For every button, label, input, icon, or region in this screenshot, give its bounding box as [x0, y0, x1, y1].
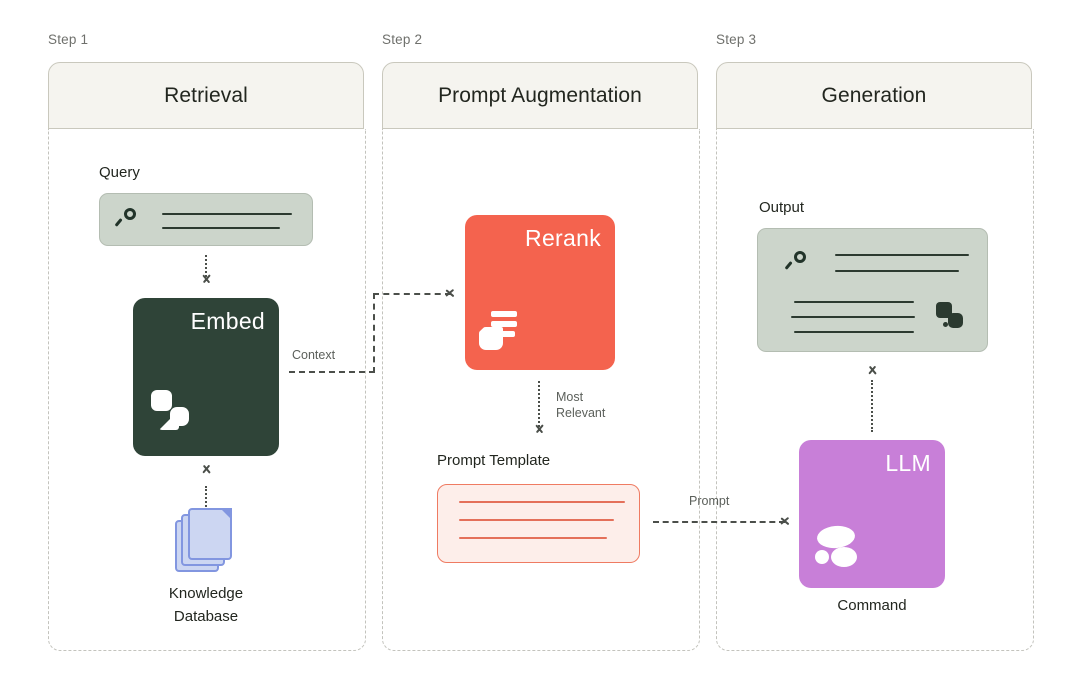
output-text-line — [835, 270, 959, 272]
step-2-panel — [382, 129, 700, 651]
output-text-line — [835, 254, 969, 256]
edge-llm-to-output-arrowhead — [865, 360, 879, 374]
knowledge-database-label-line1: Knowledge — [168, 585, 244, 602]
edge-llm-to-output — [871, 380, 873, 432]
edge-embed-to-rerank-seg1 — [289, 371, 375, 373]
edge-template-to-llm-arrowhead — [781, 514, 795, 528]
step-2-title: Prompt Augmentation — [438, 83, 642, 107]
llm-card[interactable]: LLM — [799, 440, 945, 588]
step-2-header: Prompt Augmentation — [382, 62, 698, 129]
edge-label-context: Context — [292, 348, 336, 362]
step-3-panel — [716, 129, 1034, 651]
query-text-line — [162, 213, 292, 215]
edge-rerank-to-template-arrowhead — [532, 425, 546, 439]
command-logo-icon — [815, 524, 863, 570]
output-text-line — [794, 331, 914, 333]
cohere-logo-icon — [936, 302, 966, 330]
embed-card[interactable]: Embed — [133, 298, 279, 456]
edge-rerank-to-template — [538, 381, 540, 431]
template-text-line — [459, 519, 614, 521]
edge-query-to-embed — [205, 255, 207, 281]
template-text-line — [459, 537, 607, 539]
step-1-caption: Step 1 — [48, 32, 89, 47]
step-2-caption: Step 2 — [382, 32, 423, 47]
edge-embed-to-rerank-seg2 — [373, 293, 375, 373]
step-1-title: Retrieval — [164, 83, 248, 107]
step-3-title: Generation — [821, 83, 927, 107]
step-1-panel — [48, 129, 366, 651]
edge-knowledge-to-embed-arrowhead — [199, 459, 213, 473]
rerank-title: Rerank — [525, 225, 601, 251]
llm-caption: Command — [837, 597, 907, 614]
edge-template-to-llm — [653, 521, 785, 523]
query-label: Query — [99, 164, 140, 181]
edge-label-most-relevant-line1: Most — [556, 390, 584, 404]
search-icon — [114, 208, 140, 230]
step-3-header: Generation — [716, 62, 1032, 129]
edge-query-to-embed-arrowhead — [199, 275, 213, 289]
search-icon — [784, 251, 810, 273]
edge-knowledge-to-embed — [205, 486, 207, 510]
query-card[interactable] — [99, 193, 313, 246]
documents-stack-icon — [175, 508, 237, 574]
edge-embed-to-rerank-arrowhead — [446, 286, 460, 300]
edge-embed-to-rerank-seg3 — [373, 293, 451, 295]
step-1-header: Retrieval — [48, 62, 364, 129]
rerank-card[interactable]: Rerank — [465, 215, 615, 370]
prompt-template-label: Prompt Template — [437, 452, 551, 469]
cohere-rerank-icon — [479, 311, 519, 353]
embed-title: Embed — [190, 308, 265, 334]
prompt-template-card[interactable] — [437, 484, 640, 563]
edge-label-most-relevant-line2: Relevant — [556, 406, 606, 420]
template-text-line — [459, 501, 625, 503]
output-text-line — [791, 316, 915, 318]
query-text-line — [162, 227, 280, 229]
knowledge-database-label-line2: Database — [173, 608, 239, 625]
cohere-embed-icon — [151, 390, 195, 434]
step-3-caption: Step 3 — [716, 32, 757, 47]
edge-label-prompt: Prompt — [689, 494, 730, 508]
output-label: Output — [759, 199, 805, 216]
output-card[interactable] — [757, 228, 988, 352]
llm-title: LLM — [885, 450, 931, 476]
output-text-line — [794, 301, 914, 303]
